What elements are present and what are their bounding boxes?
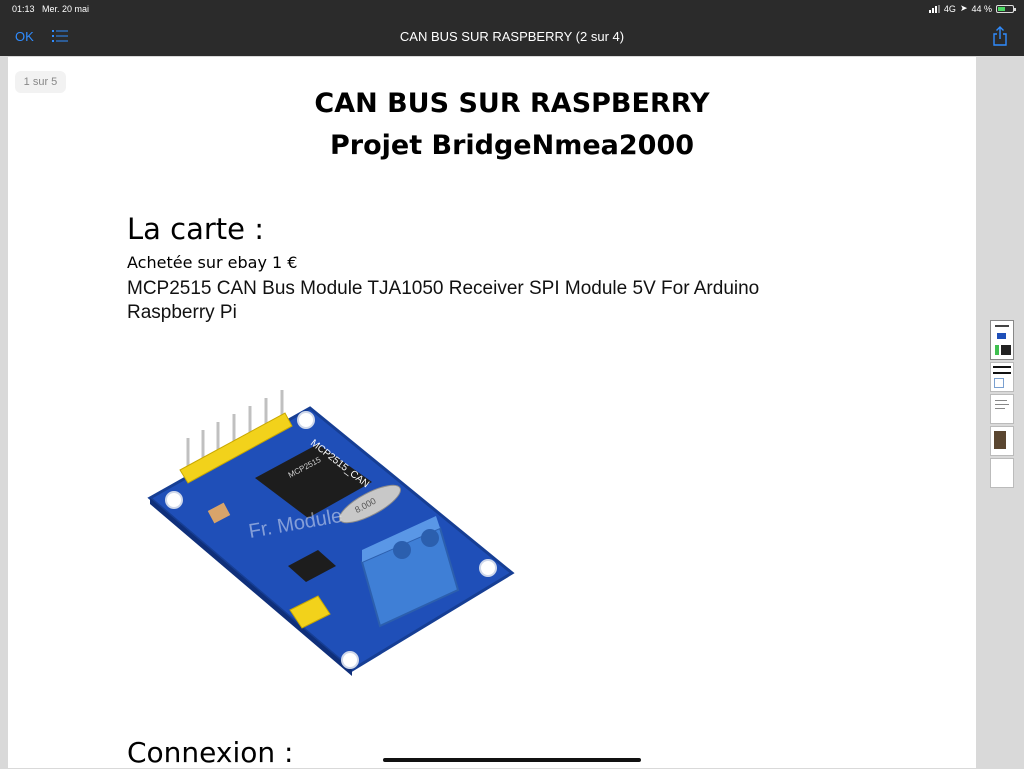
crystal: 8.000 [339,484,401,524]
list-icon[interactable] [52,29,68,43]
terminal-block [360,516,460,628]
section-heading-connexion: Connexion : [127,736,294,769]
page-indicator: 1 sur 5 [15,71,66,93]
section-heading-carte: La carte : [127,212,264,246]
mcp2515-chip: MCP2515 [255,444,372,518]
battery-percent: 44 % [971,3,992,14]
can-bus-board-image: MCP2515 8.000 MCP2515_CAN Fr. Module [147,390,515,676]
jumper-j1 [289,595,331,629]
header-pins [179,390,293,484]
purchase-note: Achetée sur ebay 1 € [127,253,298,272]
share-icon[interactable] [992,26,1008,46]
location-icon: ➤ [959,3,968,13]
capacitor [207,502,231,524]
document-title: CAN BUS SUR RASPBERRY (2 sur 4) [399,29,625,44]
status-date: Mer. 20 mai [42,4,90,14]
viewer-toolbar: OK CAN BUS SUR RASPBERRY (2 sur 4) [0,18,1024,56]
thumbnail-page-3[interactable] [990,394,1014,424]
thumbnail-page-2[interactable] [990,362,1014,392]
mounting-holes [165,411,497,669]
product-description: MCP2515 CAN Bus Module TJA1050 Receiver … [127,278,760,323]
ok-button[interactable]: OK [15,29,34,44]
thumbnail-page-5[interactable] [990,458,1014,488]
status-time: 01:13 [12,4,35,14]
pdf-page[interactable] [8,57,976,768]
network-label: 4G [943,3,956,14]
tja1050-chip [288,550,336,582]
status-bar: 01:13 Mer. 20 mai 4G ➤ 44 % [0,0,1024,18]
doc-title-line1: CAN BUS SUR RASPBERRY [314,88,710,119]
status-right: 4G ➤ 44 % [928,3,1016,14]
thumbnail-page-1[interactable] [990,320,1014,360]
thumbnail-page-4[interactable] [990,426,1014,456]
signal-icon [928,4,940,13]
doc-title-line2: Projet BridgeNmea2000 [329,130,695,161]
thumbnail-list [990,320,1014,490]
battery-icon [996,4,1016,13]
home-indicator [383,758,641,762]
